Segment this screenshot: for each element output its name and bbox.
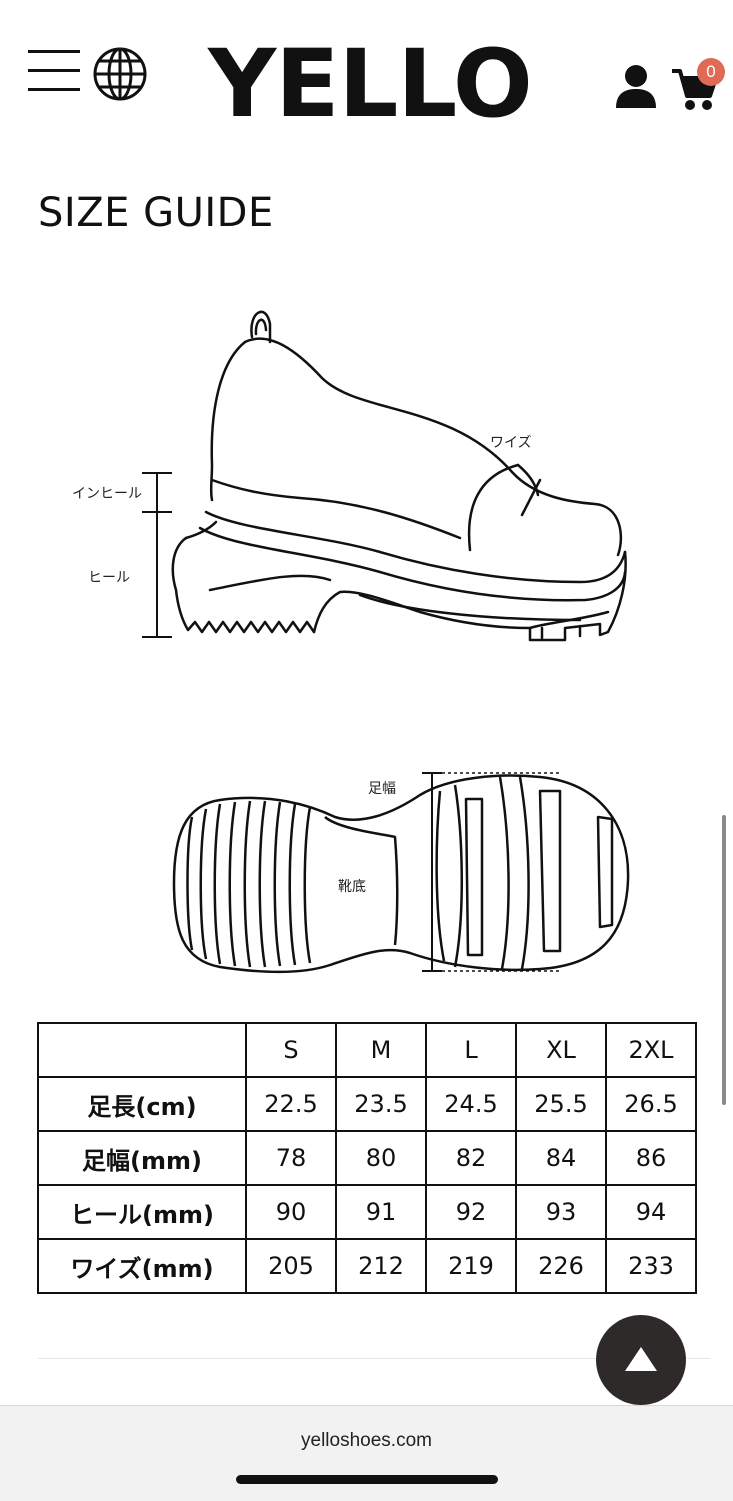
label-heel: ヒール	[88, 570, 130, 586]
label-insole: インヒール	[72, 486, 142, 502]
label-foot-width: 足幅	[368, 781, 396, 797]
table-cell: 92	[425, 1184, 517, 1240]
table-cell: 22.5	[245, 1076, 337, 1132]
table-cell: 212	[335, 1238, 427, 1294]
table-row: 足幅(mm) 78 80 82 84 86	[37, 1130, 697, 1186]
user-icon[interactable]	[612, 62, 660, 110]
table-cell: 219	[425, 1238, 517, 1294]
row-label-width: ワイズ(mm)	[37, 1238, 247, 1294]
row-label-foot-length: 足長(cm)	[37, 1076, 247, 1132]
table-row: ヒール(mm) 90 91 92 93 94	[37, 1184, 697, 1240]
table-header-blank	[37, 1022, 247, 1078]
section-divider	[38, 1358, 710, 1359]
brand-logo[interactable]: YELLO	[208, 30, 533, 139]
row-label-foot-width: 足幅(mm)	[37, 1130, 247, 1186]
table-cell: 24.5	[425, 1076, 517, 1132]
table-cell: 78	[245, 1130, 337, 1186]
table-header-row: S M L XL 2XL	[37, 1022, 697, 1078]
table-cell: 26.5	[605, 1076, 697, 1132]
page-scrollbar[interactable]	[722, 815, 726, 1105]
table-cell: 93	[515, 1184, 607, 1240]
page-title: SIZE GUIDE	[38, 190, 274, 236]
arrow-up-icon	[625, 1347, 657, 1371]
table-header-2xl: 2XL	[605, 1022, 697, 1078]
table-cell: 23.5	[335, 1076, 427, 1132]
table-cell: 205	[245, 1238, 337, 1294]
globe-icon[interactable]	[92, 46, 148, 102]
table-cell: 90	[245, 1184, 337, 1240]
label-width: ワイズ	[490, 435, 532, 451]
table-header-l: L	[425, 1022, 517, 1078]
hamburger-menu-icon[interactable]	[28, 50, 82, 96]
table-cell: 25.5	[515, 1076, 607, 1132]
table-header-m: M	[335, 1022, 427, 1078]
shoe-side-view-illustration	[60, 290, 700, 670]
table-header-s: S	[245, 1022, 337, 1078]
table-cell: 91	[335, 1184, 427, 1240]
label-sole: 靴底	[338, 879, 366, 895]
cart-count-badge[interactable]: 0	[697, 58, 725, 86]
table-cell: 86	[605, 1130, 697, 1186]
table-cell: 84	[515, 1130, 607, 1186]
row-label-heel: ヒール(mm)	[37, 1184, 247, 1240]
browser-url-text[interactable]: yelloshoes.com	[301, 1430, 432, 1451]
table-cell: 233	[605, 1238, 697, 1294]
table-row: ワイズ(mm) 205 212 219 226 233	[37, 1238, 697, 1294]
table-cell: 82	[425, 1130, 517, 1186]
browser-url-bar[interactable]	[0, 1405, 733, 1501]
table-header-xl: XL	[515, 1022, 607, 1078]
home-indicator[interactable]	[236, 1475, 498, 1484]
size-table: S M L XL 2XL 足長(cm) 22.5 23.5 24.5 25.5 …	[37, 1022, 697, 1294]
shoe-sole-view-illustration	[160, 755, 640, 985]
table-row: 足長(cm) 22.5 23.5 24.5 25.5 26.5	[37, 1076, 697, 1132]
back-to-top-button[interactable]	[596, 1315, 686, 1405]
table-cell: 226	[515, 1238, 607, 1294]
table-cell: 94	[605, 1184, 697, 1240]
table-cell: 80	[335, 1130, 427, 1186]
